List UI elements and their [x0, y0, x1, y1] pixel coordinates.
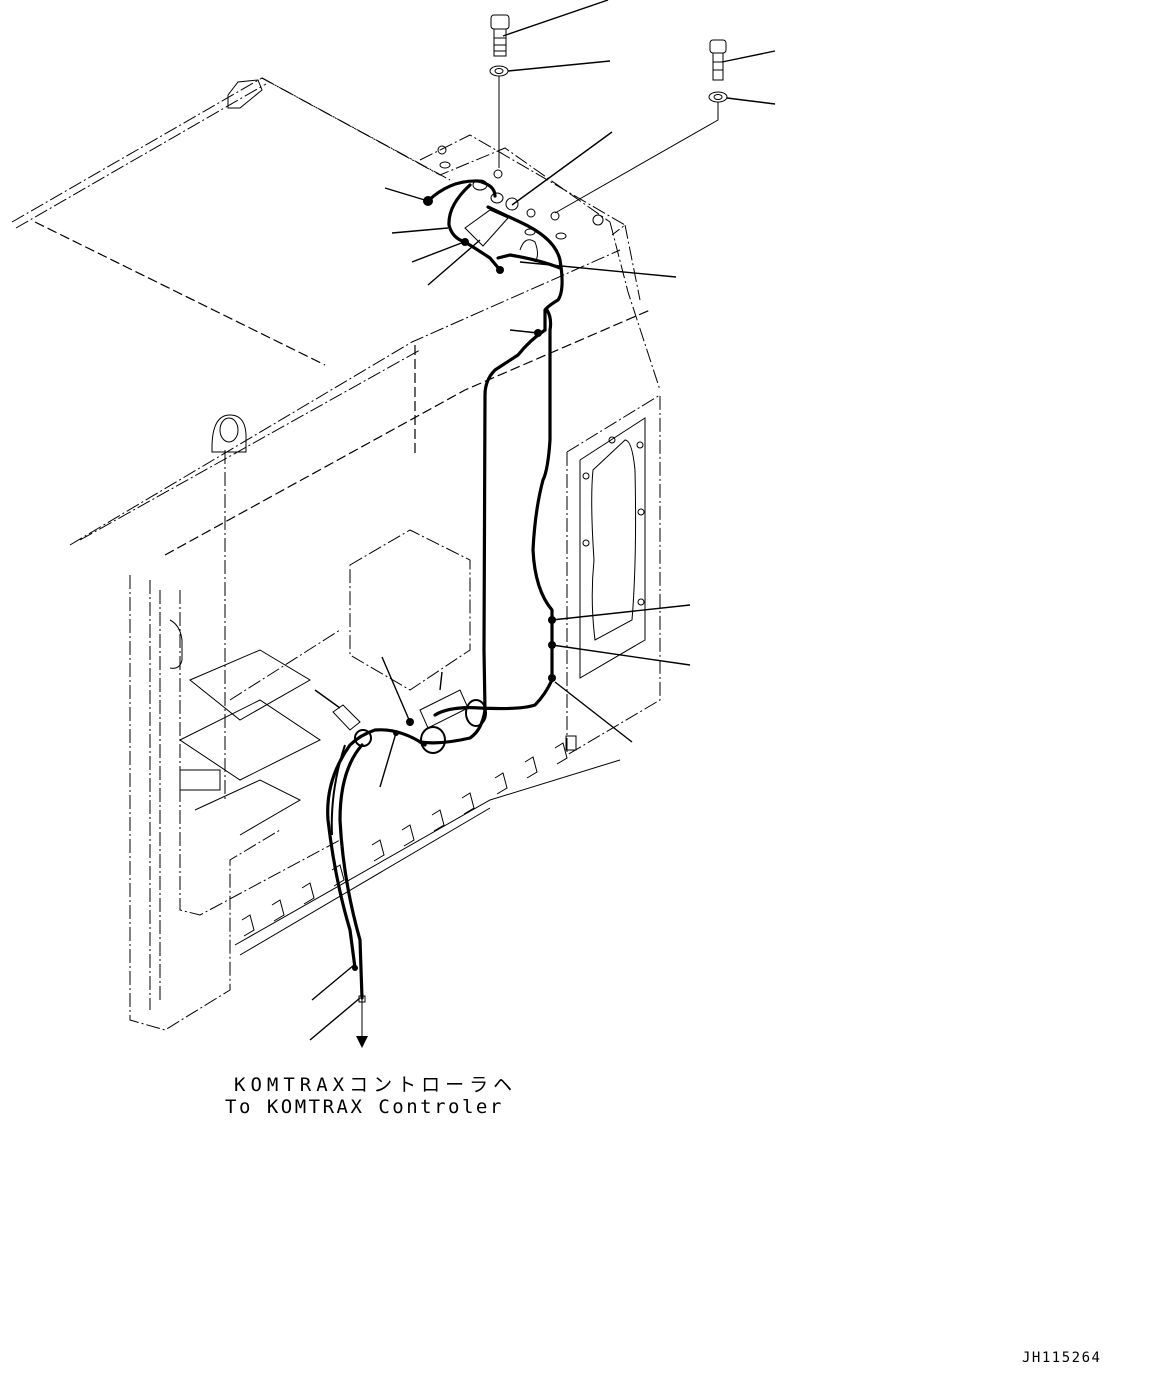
harness — [326, 179, 564, 1048]
bolt-1 — [490, 14, 510, 57]
callout-leaders — [309, 0, 776, 1041]
cab-interior — [129, 529, 471, 1031]
destination-label-japanese: KOMTRAXコントローラヘ — [234, 1074, 518, 1096]
figure-id: JH115264 — [1022, 1350, 1102, 1366]
clamps — [352, 196, 556, 1003]
washer-2 — [554, 91, 728, 214]
destination-label-english: To KOMTRAX Controler — [225, 1096, 504, 1118]
cab-front-edge — [69, 249, 651, 1010]
lifting-eye — [211, 414, 247, 453]
bolt-2 — [709, 39, 727, 81]
cab-roof — [11, 77, 661, 391]
side-panel-cover — [566, 394, 661, 756]
mount-plate — [419, 134, 641, 301]
cab-step-rail — [234, 735, 621, 956]
